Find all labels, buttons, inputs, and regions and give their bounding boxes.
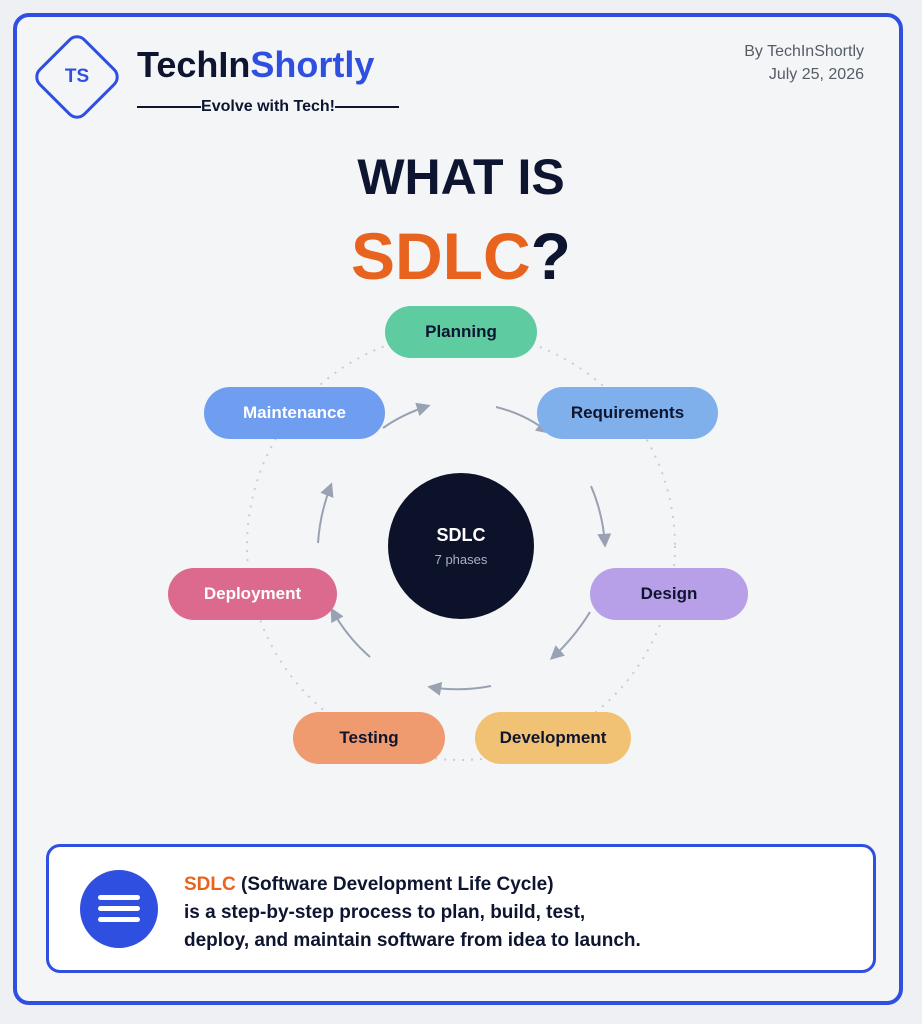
- phase-label: Maintenance: [243, 403, 346, 422]
- phase-testing: Testing: [293, 712, 445, 764]
- cycle-arrow: [590, 485, 612, 548]
- phase-label: Development: [499, 728, 607, 747]
- tagline-text: Evolve with Tech!: [201, 98, 335, 115]
- phase-label: Deployment: [203, 584, 302, 603]
- brand-primary: TechIn: [137, 44, 251, 85]
- info-line-2: is a step-by-step process to plan, build…: [184, 902, 586, 923]
- title-line-1: WHAT IS: [357, 149, 565, 205]
- menu-icon-bar: [98, 895, 140, 900]
- phase-planning: Planning: [385, 306, 537, 358]
- cycle-arrow: [330, 607, 371, 658]
- menu-icon-bar: [98, 917, 140, 922]
- info-line-1-rest: (Software Development Life Cycle): [235, 874, 554, 895]
- phase-label: Planning: [425, 322, 497, 341]
- center-hub: SDLC 7 phases: [388, 473, 534, 619]
- menu-icon: [80, 870, 158, 948]
- title-suffix: ?: [530, 219, 571, 293]
- info-line-3: deploy, and maintain software from idea …: [184, 930, 641, 951]
- info-line-1: SDLC (Software Development Life Cycle): [184, 871, 824, 899]
- publish-date: July 25, 2026: [768, 66, 864, 83]
- center-title: SDLC: [436, 525, 486, 545]
- title-line-2: SDLC?: [0, 218, 922, 294]
- tagline-rule-right: [334, 106, 400, 108]
- info-text: SDLC (Software Development Life Cycle) i…: [184, 871, 824, 955]
- cycle-arrows: [317, 402, 612, 696]
- cycle-arrow: [382, 402, 431, 429]
- byline-block: By TechInShortly July 25, 2026: [744, 40, 864, 86]
- info-box: [46, 844, 876, 973]
- logo-text: TS: [64, 66, 90, 87]
- phase-development: Development: [475, 712, 631, 764]
- cycle-arrow: [427, 681, 492, 696]
- phase-label: Design: [640, 584, 698, 603]
- center-subtitle: 7 phases: [434, 552, 488, 567]
- menu-icon-bar: [98, 906, 140, 911]
- tagline: Evolve with Tech!: [137, 98, 400, 116]
- brand-accent: Shortly: [250, 44, 375, 85]
- brand-name: TechInShortly: [137, 44, 374, 86]
- title-accent: SDLC: [351, 219, 531, 293]
- phase-label: Requirements: [570, 403, 685, 422]
- phase-requirements: Requirements: [537, 387, 718, 439]
- cycle-arrow: [549, 611, 591, 660]
- byline: By TechInShortly: [744, 43, 864, 60]
- phase-label: Testing: [339, 728, 399, 747]
- info-accent: SDLC: [184, 874, 236, 895]
- cycle-arrow: [317, 482, 334, 544]
- phase-maintenance: Maintenance: [204, 387, 385, 439]
- phase-deployment: Deployment: [168, 568, 337, 620]
- tagline-rule-left: [137, 106, 202, 108]
- phase-design: Design: [590, 568, 748, 620]
